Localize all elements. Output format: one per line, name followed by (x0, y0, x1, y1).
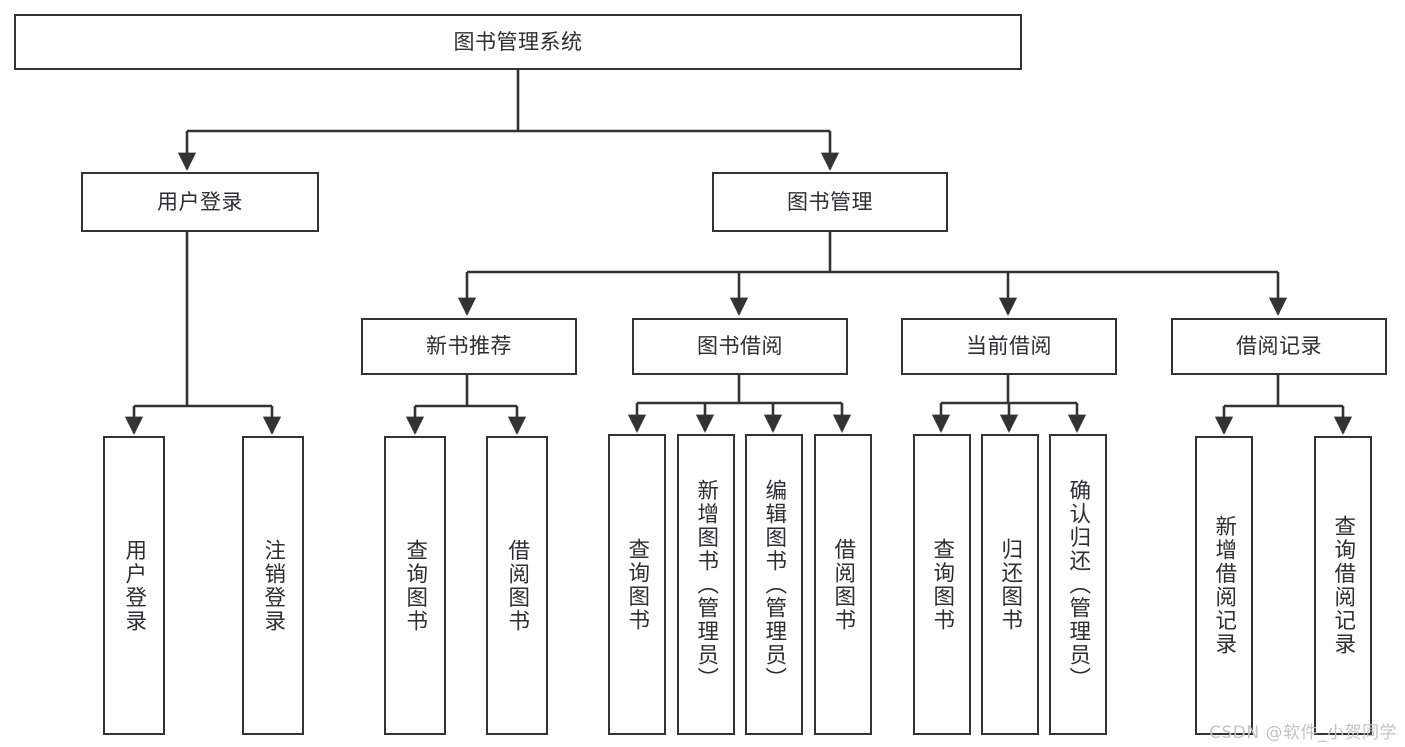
csdn-watermark: CSDN @软件_小贺同学 (1209, 723, 1397, 743)
node-label: 图书管理系统 (453, 29, 583, 54)
leaf-query-book-borrow[interactable]: 查询图书 (608, 434, 666, 735)
node-label: 借阅图书 (830, 537, 856, 632)
node-book-borrow[interactable]: 图书借阅 (632, 318, 848, 375)
leaf-return-book[interactable]: 归还图书 (981, 434, 1039, 735)
node-label: 借阅图书 (504, 538, 530, 633)
node-label: 查询借阅记录 (1330, 515, 1356, 656)
node-user-login[interactable]: 用户登录 (81, 172, 319, 232)
node-label: 查询图书 (929, 537, 955, 632)
node-label: 新增借阅记录 (1211, 515, 1237, 656)
node-new-book-recommend[interactable]: 新书推荐 (361, 318, 577, 375)
leaf-edit-book[interactable]: 编辑图书（管理员） (745, 434, 803, 735)
leaf-borrow-book-new-recommend[interactable]: 借阅图书 (486, 436, 548, 735)
node-label: 确认归还（管理员） (1065, 478, 1091, 691)
node-label: 借阅记录 (1236, 334, 1322, 359)
node-book-management[interactable]: 图书管理 (712, 172, 948, 232)
node-label: 注销登录 (260, 538, 286, 633)
node-borrow-record[interactable]: 借阅记录 (1171, 318, 1387, 375)
node-label: 用户登录 (121, 538, 147, 633)
node-label: 查询图书 (624, 537, 650, 632)
leaf-add-book[interactable]: 新增图书（管理员） (677, 434, 735, 735)
leaf-query-book-current[interactable]: 查询图书 (913, 434, 971, 735)
node-label: 用户登录 (157, 189, 243, 214)
node-label: 新增图书（管理员） (693, 478, 719, 691)
leaf-add-borrow-record[interactable]: 新增借阅记录 (1195, 436, 1253, 735)
leaf-user-logout[interactable]: 注销登录 (242, 436, 304, 735)
node-label: 归还图书 (997, 537, 1023, 632)
leaf-user-login[interactable]: 用户登录 (103, 436, 165, 735)
node-label: 新书推荐 (426, 334, 512, 359)
leaf-confirm-return[interactable]: 确认归还（管理员） (1049, 434, 1107, 735)
node-label: 编辑图书（管理员） (761, 478, 787, 691)
node-label: 图书借阅 (697, 334, 783, 359)
leaf-query-book-new-recommend[interactable]: 查询图书 (384, 436, 446, 735)
leaf-borrow-book-borrow[interactable]: 借阅图书 (814, 434, 872, 735)
node-label: 当前借阅 (966, 334, 1052, 359)
node-label: 图书管理 (787, 189, 873, 214)
node-current-borrow[interactable]: 当前借阅 (901, 318, 1117, 375)
leaf-query-borrow-record[interactable]: 查询借阅记录 (1314, 436, 1372, 735)
node-root-book-management-system[interactable]: 图书管理系统 (14, 14, 1022, 70)
node-label: 查询图书 (402, 538, 428, 633)
